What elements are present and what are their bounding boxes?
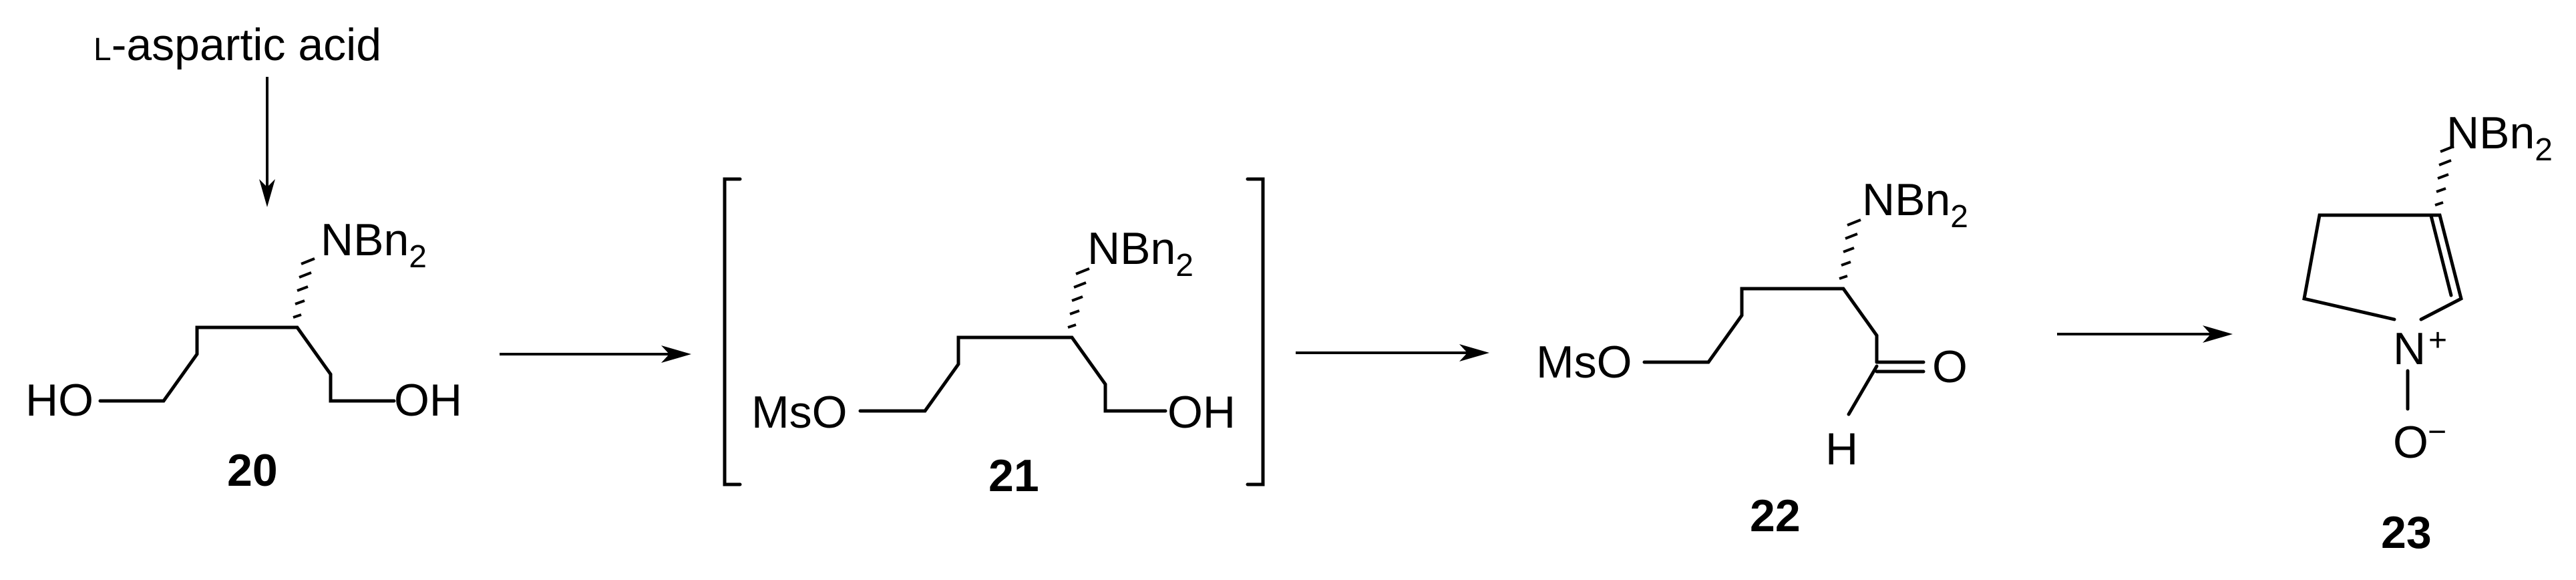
amine-subscript: 2: [2535, 132, 2553, 168]
svg-text:NBn2: NBn2: [1862, 174, 1968, 235]
amine-subscript: 2: [1950, 199, 1968, 235]
svg-text:L-aspartic acid: L-aspartic acid: [94, 19, 381, 70]
negative-charge-label: −: [2428, 414, 2446, 450]
carbonyl-oxygen-label: O: [1932, 341, 1968, 392]
compound-23: NBn2 N + O − 23: [2302, 108, 2553, 558]
aldehyde-hydrogen-label: H: [1825, 424, 1858, 474]
positive-charge-label: +: [2428, 323, 2447, 358]
start-material-label: -aspartic acid: [112, 19, 381, 70]
amine-subscript: 2: [1175, 248, 1193, 283]
svg-text:NBn2: NBn2: [321, 214, 427, 275]
amine-label: NBn: [1862, 174, 1950, 225]
bracket-right: [1246, 177, 1265, 486]
hydroxyl-label: OH: [394, 375, 462, 426]
amine-label: NBn: [1087, 223, 1175, 274]
compound-22: MsO NBn2 O H 22: [1536, 174, 1968, 541]
amine-label: NBn: [321, 214, 409, 265]
oxide-oxygen-label: O: [2393, 417, 2428, 468]
down-arrow: [259, 77, 275, 207]
compound-20: HO NBn2 OH 20: [25, 214, 462, 496]
compound-number: 20: [227, 445, 278, 496]
stereo-hash-bond: [1839, 219, 1861, 280]
mesylate-label: MsO: [751, 387, 848, 438]
mesylate-label: MsO: [1536, 337, 1632, 388]
nitrogen-label: N: [2393, 323, 2426, 374]
start-material-prefix: L: [94, 32, 112, 67]
stereo-hash-bond: [2434, 145, 2454, 206]
svg-text:NBn2: NBn2: [1087, 223, 1193, 283]
amine-label: NBn: [2446, 108, 2535, 158]
reaction-arrow-3: [2057, 325, 2233, 343]
compound-number: 23: [2381, 507, 2432, 558]
compound-number: 21: [988, 450, 1039, 501]
hydroxyl-label: OH: [1167, 387, 1236, 438]
compound-21: MsO NBn2 OH 21: [751, 223, 1236, 501]
bracket-left: [723, 177, 742, 486]
reaction-arrow-2: [1296, 344, 1489, 361]
amine-subscript: 2: [409, 239, 427, 275]
stereo-hash-bond: [1067, 267, 1090, 329]
hydroxyl-left-label: HO: [25, 375, 94, 426]
compound-number: 22: [1750, 490, 1801, 541]
reaction-arrow-1: [500, 345, 691, 363]
stereo-hash-bond: [293, 257, 315, 319]
svg-text:NBn2: NBn2: [2446, 108, 2553, 168]
start-material: L-aspartic acid: [94, 19, 381, 207]
